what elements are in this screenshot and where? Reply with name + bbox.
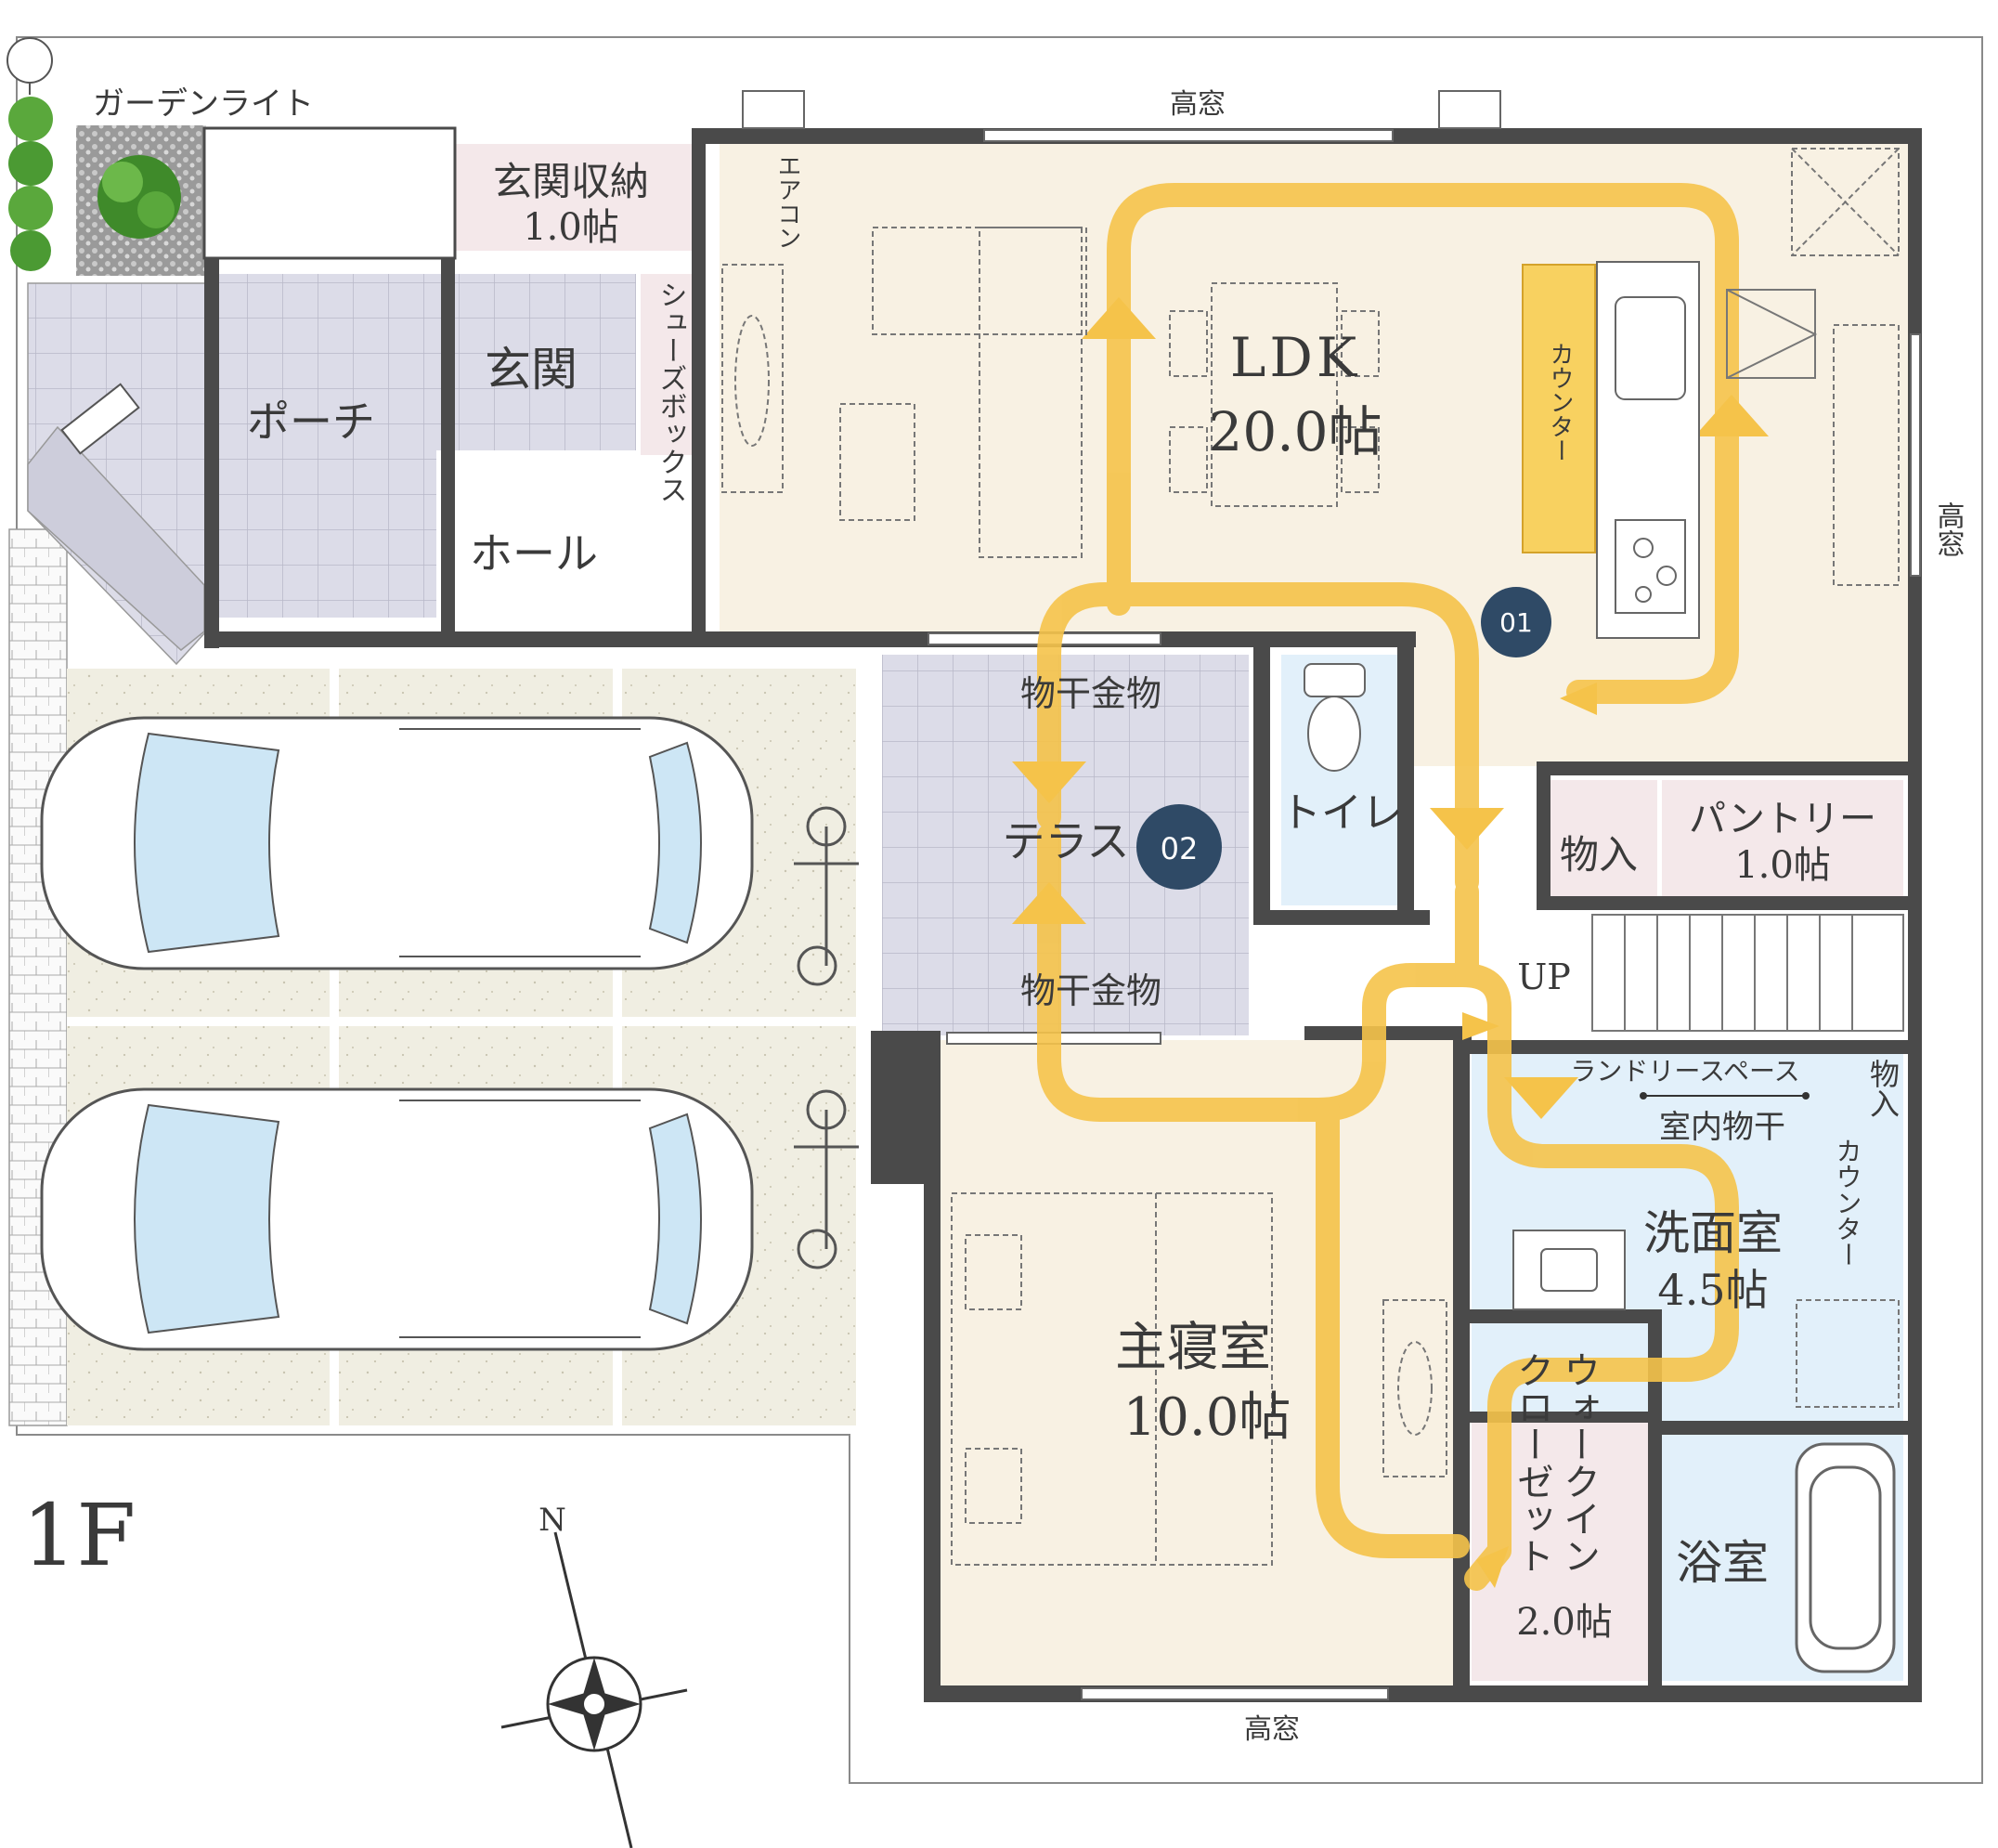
toilet-bowl-icon bbox=[1304, 663, 1366, 772]
marker-02 bbox=[1136, 804, 1222, 890]
master-bedroom-label: 主寝室 bbox=[1115, 1318, 1271, 1378]
hedge-icon bbox=[8, 97, 53, 271]
shrub-icon bbox=[97, 155, 181, 239]
floor-label: 1F bbox=[22, 1486, 136, 1585]
tv-board-icon bbox=[721, 264, 784, 493]
kitchen-counter-label: カウンター bbox=[1546, 342, 1574, 462]
terrace-label: テラス bbox=[1002, 816, 1129, 866]
bed-icon bbox=[951, 1192, 1273, 1566]
hall-floor bbox=[446, 455, 696, 631]
pantry-size: 1.0帖 bbox=[1734, 844, 1831, 887]
walk-in-closet-size: 2.0帖 bbox=[1516, 1601, 1613, 1644]
marker-02-label: 02 bbox=[1161, 831, 1199, 866]
dresser-icon bbox=[1382, 1299, 1447, 1477]
master-bedroom-size: 10.0帖 bbox=[1123, 1387, 1291, 1448]
storage-floor bbox=[1546, 780, 1657, 901]
car-icon bbox=[40, 1087, 754, 1351]
entrance-storage-label: 玄関収納 bbox=[493, 159, 649, 204]
cupboard-icon bbox=[1791, 148, 1900, 586]
stairs-icon bbox=[1591, 914, 1904, 1032]
drying-rail-label: 物干金物 bbox=[1020, 970, 1161, 1011]
entrance-storage-size: 1.0帖 bbox=[523, 206, 619, 249]
high-window-label: 高窓 bbox=[1932, 501, 1965, 557]
ldk-floor bbox=[720, 144, 1908, 636]
aircon-label: エアコン bbox=[773, 153, 801, 250]
washer-icon bbox=[1512, 1230, 1626, 1310]
entrance-floor bbox=[436, 274, 636, 450]
kitchen-unit-icon bbox=[1596, 261, 1700, 639]
car-icon bbox=[40, 716, 754, 970]
porch-label: ポーチ bbox=[247, 397, 375, 447]
bicycle-icon bbox=[794, 806, 859, 986]
indoor-drying-label: 室内物干 bbox=[1659, 1109, 1785, 1146]
pantry-label: パントリー bbox=[1689, 798, 1876, 840]
marker-01-label: 01 bbox=[1499, 607, 1533, 638]
bathtub-icon bbox=[1795, 1442, 1896, 1673]
storage-label: 物入 bbox=[1560, 832, 1638, 878]
walk-in-closet-label: ウォークイン bbox=[1557, 1351, 1600, 1574]
washroom-label: 洗面室 bbox=[1643, 1206, 1783, 1260]
ldk-label: LDK bbox=[1230, 326, 1360, 389]
laundry-space-label: ランドリースペース bbox=[1570, 1056, 1799, 1087]
dining-table-icon bbox=[1169, 282, 1380, 507]
high-window-label: 高窓 bbox=[1244, 1713, 1300, 1746]
drying-rail-label: 物干金物 bbox=[1020, 673, 1161, 714]
compass-icon bbox=[500, 1531, 688, 1848]
bathroom-label: 浴室 bbox=[1676, 1536, 1769, 1590]
bicycle-icon bbox=[794, 1089, 859, 1269]
pantry-floor bbox=[1662, 780, 1903, 901]
mailbox-icon bbox=[60, 383, 140, 455]
windows bbox=[742, 90, 1921, 1700]
compass-north-label: N bbox=[538, 1502, 566, 1539]
flow-arrows bbox=[1012, 297, 1769, 1588]
hall-label: ホール bbox=[470, 528, 598, 579]
porch-floor bbox=[209, 274, 436, 618]
toilet-label: トイレ bbox=[1280, 789, 1403, 837]
open-storage bbox=[202, 126, 457, 260]
laundry-storage-label: 物入 bbox=[1865, 1059, 1901, 1118]
ldk-size: 20.0帖 bbox=[1208, 400, 1382, 463]
marker-01 bbox=[1481, 587, 1551, 657]
entrance-label: 玄関 bbox=[485, 343, 577, 397]
high-window-label: 高窓 bbox=[1170, 88, 1226, 121]
wash-counter-label: カウンター bbox=[1833, 1138, 1863, 1268]
walk-in-closet-label-2: クローゼット bbox=[1511, 1351, 1553, 1574]
entrance-storage-floor bbox=[446, 144, 696, 251]
vanity-icon bbox=[1796, 1299, 1900, 1408]
flow-lines bbox=[1037, 183, 1739, 1591]
garden-light-label: ガーデンライト bbox=[93, 85, 314, 123]
stairs-up-label: UP bbox=[1517, 957, 1571, 997]
washroom-size: 4.5帖 bbox=[1657, 1265, 1768, 1315]
fridge-icon bbox=[1726, 289, 1818, 379]
kitchen-counter bbox=[1522, 264, 1596, 553]
sofa-icon bbox=[839, 227, 1087, 558]
garden-light-icon bbox=[6, 37, 53, 95]
bedroom-floor bbox=[933, 1040, 1453, 1695]
shoe-box-label: シューズボックス bbox=[655, 280, 687, 503]
